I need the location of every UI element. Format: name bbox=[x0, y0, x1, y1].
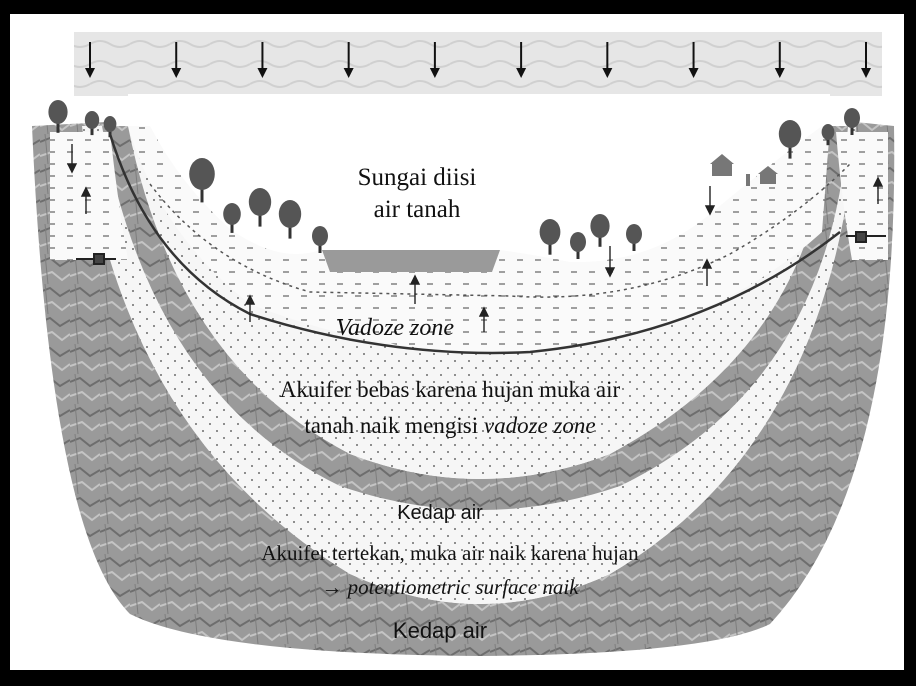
tree-canopy bbox=[779, 120, 801, 148]
upper-impermeable-label: Kedap air bbox=[340, 502, 540, 525]
rain-band bbox=[74, 32, 882, 96]
confined-aquifer-label: Akuifer tertekan, muka air naik karena h… bbox=[200, 536, 700, 604]
tree-canopy bbox=[48, 100, 67, 124]
tree-canopy bbox=[279, 200, 301, 228]
tree-canopy bbox=[223, 203, 241, 225]
tree-canopy bbox=[85, 111, 99, 129]
vadoze-zone-label: Vadoze zone bbox=[310, 315, 480, 342]
lower-impermeable-label: Kedap air bbox=[340, 618, 540, 644]
unconfined-aquifer-label: Akuifer bebas karena hujan muka air tana… bbox=[210, 372, 690, 444]
confined-aquifer-line-2-text: potentiometric surface naik bbox=[348, 575, 579, 599]
unconfined-aquifer-line-2-prefix: tanah naik mengisi bbox=[304, 413, 484, 438]
tree-canopy bbox=[570, 232, 586, 252]
river-label-line-2: air tanah bbox=[332, 194, 502, 226]
confined-aquifer-line-1: Akuifer tertekan, muka air naik karena h… bbox=[200, 536, 700, 570]
river-label-line-1: Sungai diisi bbox=[332, 162, 502, 194]
tree-canopy bbox=[104, 116, 117, 132]
river-label: Sungai diisi air tanah bbox=[332, 162, 502, 226]
river bbox=[322, 250, 500, 272]
tree-canopy bbox=[626, 224, 642, 244]
tree-canopy bbox=[249, 188, 271, 216]
confined-aquifer-line-2: → potentiometric surface naik bbox=[200, 570, 700, 604]
tree-trunk bbox=[201, 188, 204, 202]
unconfined-aquifer-line-1: Akuifer bebas karena hujan muka air bbox=[210, 372, 690, 408]
unconfined-aquifer-line-2-italic: vadoze zone bbox=[484, 413, 596, 438]
diagram-frame: Sungai diisi air tanah Vadoze zone Akuif… bbox=[10, 14, 904, 670]
tree-canopy bbox=[540, 219, 561, 245]
tree-canopy bbox=[312, 226, 328, 246]
tree-canopy bbox=[590, 214, 609, 238]
tree-canopy bbox=[189, 158, 215, 190]
tree-canopy bbox=[822, 124, 835, 140]
confined-arrow: → bbox=[321, 575, 347, 599]
unconfined-aquifer-line-2: tanah naik mengisi vadoze zone bbox=[210, 408, 690, 444]
tree-canopy bbox=[844, 108, 860, 128]
